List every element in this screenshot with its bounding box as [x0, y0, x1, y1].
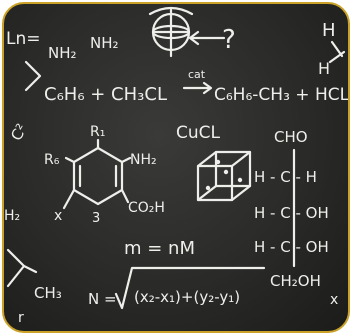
ring-x-label: x [54, 208, 62, 224]
cube-sketch [196, 150, 252, 202]
left-ch3: CH₃ [34, 284, 62, 302]
left-r: r [18, 310, 24, 326]
top-left-bond-lines [24, 60, 42, 92]
chalkboard-scene: ? Ln= NH₂ NH₂ H H C₆H₆ + CH₃CL cat C₆H₆-… [4, 6, 348, 326]
sqrt-formula-body: (x₂-x₁)+(y₂-y₁) [134, 288, 240, 306]
ring-r1-label: R₁ [90, 124, 105, 140]
sugar-row-3: H - C - OH [254, 238, 329, 256]
top-left-formula: Ln= [6, 29, 41, 49]
sugar-row-2: H - C - OH [254, 204, 329, 222]
question-mark: ? [222, 25, 236, 55]
sugar-ch2oh: CH₂OH [270, 272, 321, 290]
right-x: x [330, 292, 338, 308]
sugar-row-1: H - C - H [254, 168, 317, 186]
sugar-cho: CHO [274, 128, 308, 146]
reaction-catalyst: cat [188, 68, 206, 81]
left-ring-partial [6, 248, 38, 288]
arrow-to-question [188, 30, 226, 46]
right-h-top: H [322, 20, 336, 41]
mass-formula: m = nM [124, 238, 195, 259]
reaction-arrow [182, 81, 213, 95]
nh2-label-a: NH₂ [48, 44, 77, 62]
left-h2: H₂ [4, 208, 20, 224]
left-top-partial: C² [7, 121, 31, 144]
right-bond-lines [328, 40, 346, 64]
reaction-reactants: C₆H₆ + CH₃CL [44, 84, 167, 105]
ring-3-label: 3 [92, 211, 100, 226]
nh2-label-b: NH₂ [90, 34, 119, 52]
ring-nh2-label: NH₂ [130, 152, 157, 168]
sqrt-formula-prefix: N = [88, 290, 117, 308]
benzene-ring [62, 138, 132, 210]
catalyst-formula: CuCL [176, 123, 221, 143]
ring-co2h-label: CO₂H [128, 200, 165, 216]
globe-sketch [148, 6, 194, 58]
sqrt-sign [114, 266, 266, 310]
reaction-products: C₆H₆-CH₃ + HCL [214, 85, 348, 105]
ring-r6-label: R₆ [44, 152, 60, 168]
image-frame: ? Ln= NH₂ NH₂ H H C₆H₆ + CH₃CL cat C₆H₆-… [2, 2, 350, 333]
right-h-mid: H [318, 59, 330, 78]
